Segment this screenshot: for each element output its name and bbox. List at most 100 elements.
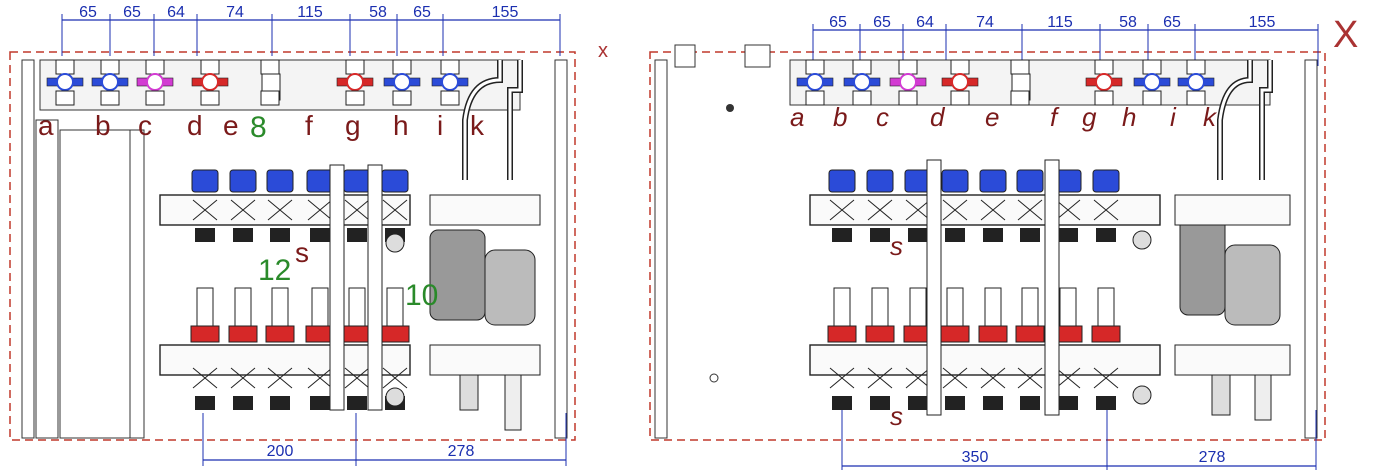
right-dim-3: 64 (916, 14, 934, 31)
left-rail-3 (129, 129, 145, 439)
right-screw-1 (726, 104, 734, 112)
left-ball-valves (46, 59, 469, 106)
left-panel: 65 65 64 74 115 58 65 155 x (9, 4, 608, 466)
outlet-valve-x (307, 199, 333, 221)
right-bottom-dim-1: 350 (962, 449, 989, 466)
outlet-cap (306, 169, 334, 193)
outlet-valve-x (1055, 199, 1081, 221)
valve-ball (146, 73, 164, 91)
left-dim-7: 65 (413, 4, 431, 21)
right-s-label-top: s (890, 231, 903, 261)
right-rail-right (1304, 59, 1318, 439)
flow-meter (348, 287, 366, 327)
outlet-valve-x (192, 367, 218, 389)
right-dim-8: 155 (1249, 14, 1276, 31)
left-rail-1 (21, 59, 35, 439)
left-riser-1-inner (463, 60, 502, 180)
outlet-connector (270, 228, 290, 242)
flow-meter (1021, 287, 1039, 327)
right-pump-motor (1179, 214, 1226, 316)
outlet-cap (941, 169, 969, 193)
valve-nut-lower (1094, 90, 1114, 106)
outlet-connector (233, 228, 253, 242)
right-mixing-body (1174, 344, 1291, 376)
left-support-2 (367, 164, 383, 411)
valve-letter: e (985, 102, 999, 132)
valve-letter: b (95, 110, 111, 141)
valve-letter: a (38, 110, 54, 141)
valve-ball (1095, 73, 1113, 91)
valve-nut (805, 59, 825, 75)
outlet-valve-x (344, 199, 370, 221)
valve-nut-lower (345, 90, 365, 106)
right-thermostat-head (1211, 374, 1231, 416)
left-callout-8: 8 (250, 111, 267, 144)
left-dim-3: 64 (167, 4, 185, 21)
outlet-cap (266, 169, 294, 193)
valve-nut (200, 59, 220, 75)
outlet-cap (191, 169, 219, 193)
outlet-ring (380, 325, 410, 343)
left-dim-6: 58 (369, 4, 387, 21)
valve-ball (806, 73, 824, 91)
outlet-connector (983, 228, 1003, 242)
valve-nut-lower (145, 90, 165, 106)
outlet-connector (870, 396, 890, 410)
valve-nut (145, 59, 165, 75)
right-support-2 (1044, 159, 1060, 416)
left-gauge-lower (385, 387, 405, 407)
outlet-ring (342, 325, 372, 343)
outlet-valve-x (905, 367, 931, 389)
outlet-valve-x (1017, 199, 1043, 221)
valve-ball (1187, 73, 1205, 91)
left-rail-right (554, 59, 568, 439)
valve-nut (260, 59, 280, 75)
left-boundary (9, 51, 576, 441)
outlet-connector (195, 228, 215, 242)
valve-nut (898, 59, 918, 75)
outlet-valve-x (192, 199, 218, 221)
left-rail-2 (35, 119, 59, 439)
outlet-valve-x (230, 199, 256, 221)
valve-letter: g (345, 110, 361, 141)
outlet-connector (1020, 228, 1040, 242)
left-dim-2: 65 (123, 4, 141, 21)
right-screw-2 (709, 373, 719, 383)
valve-nut (345, 59, 365, 75)
outlet-ring (978, 325, 1008, 343)
valve-nut-lower (260, 90, 280, 106)
right-lower-outlets (827, 287, 1121, 410)
outlet-valve-x (942, 367, 968, 389)
flow-meter (271, 287, 289, 327)
valve-nut-lower (1142, 90, 1162, 106)
right-corner-mark: X (1333, 14, 1358, 56)
left-dim-8: 155 (492, 4, 519, 21)
outlet-cap (343, 169, 371, 193)
left-dim-5: 115 (297, 4, 323, 21)
outlet-valve-x (267, 199, 293, 221)
valve-nut-lower (55, 90, 75, 106)
left-top-dim-ticks (61, 14, 561, 56)
outlet-valve-x (829, 367, 855, 389)
valve-nut (1142, 59, 1162, 75)
valve-nut-lower (392, 90, 412, 106)
outlet-connector (347, 228, 367, 242)
right-top-dim-ticks (812, 24, 1319, 66)
outlet-connector (1020, 396, 1040, 410)
outlet-ring (228, 325, 258, 343)
outlet-valve-x (980, 367, 1006, 389)
valve-nut-lower (1010, 90, 1030, 106)
flow-meter (196, 287, 214, 327)
left-thermostat-head (459, 374, 479, 411)
outlet-valve-x (867, 367, 893, 389)
right-panel: 65 65 64 74 115 58 65 155 X a (649, 14, 1358, 470)
valve-nut (1186, 59, 1206, 75)
flow-meter (909, 287, 927, 327)
valve-nut-lower (950, 90, 970, 106)
left-sensor-probe (504, 374, 522, 431)
flow-meter (1097, 287, 1115, 327)
outlet-connector (310, 228, 330, 242)
